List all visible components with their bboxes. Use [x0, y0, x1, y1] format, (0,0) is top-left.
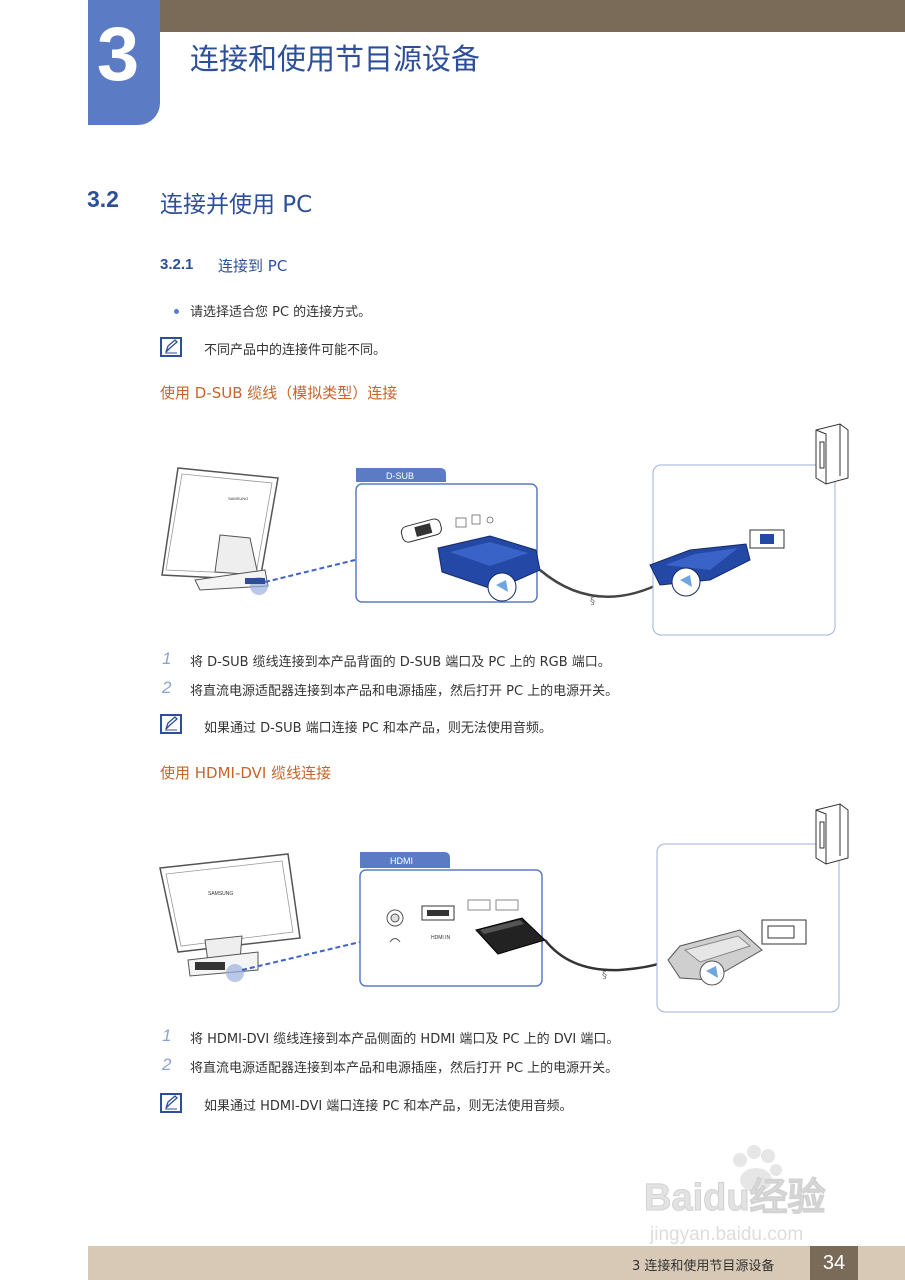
- section-number: 3.2: [87, 186, 119, 212]
- step-text: 将 D-SUB 缆线连接到本产品背面的 D-SUB 端口及 PC 上的 RGB …: [190, 655, 611, 670]
- subsection-title: 连接到 PC: [218, 257, 288, 275]
- svg-text:§: §: [602, 970, 607, 981]
- page-number: 34: [810, 1246, 858, 1280]
- step-number: 1: [162, 1026, 172, 1045]
- svg-text:§: §: [590, 596, 595, 607]
- monitor-brand: SAMSUNG: [208, 891, 233, 897]
- note-icon: [160, 1093, 182, 1113]
- watermark-url: jingyan.baidu.com: [649, 1224, 803, 1245]
- step-number: 1: [162, 649, 172, 668]
- dsub-panel-label: D-SUB: [386, 471, 414, 481]
- hdmi-panel-label: HDMI: [390, 856, 413, 866]
- note-text: 如果通过 D-SUB 端口连接 PC 和本产品，则无法使用音频。: [204, 721, 552, 736]
- top-bar: [158, 0, 905, 32]
- note-text: 不同产品中的连接件可能不同。: [204, 343, 387, 358]
- note-icon: [160, 337, 182, 357]
- dsub-diagram: SAMSUNG D-SUB §: [161, 423, 849, 636]
- section-title: 连接并使用 PC: [160, 192, 313, 218]
- watermark-logo: Baidu经验: [644, 1177, 826, 1219]
- note-text: 如果通过 HDMI-DVI 端口连接 PC 和本产品，则无法使用音频。: [204, 1099, 573, 1114]
- chapter-title: 连接和使用节目源设备: [190, 42, 481, 76]
- dsub-heading: 使用 D-SUB 缆线（模拟类型）连接: [160, 384, 398, 402]
- subsection-number: 3.2.1: [160, 256, 194, 273]
- monitor-illustration: SAMSUNG: [159, 853, 301, 982]
- bullet-dot: [174, 309, 179, 314]
- pc-tower-icon: [815, 423, 849, 485]
- step-text: 将直流电源适配器连接到本产品和电源插座，然后打开 PC 上的电源开关。: [190, 684, 619, 699]
- chapter-number: 3: [96, 12, 140, 97]
- step-text: 将直流电源适配器连接到本产品和电源插座，然后打开 PC 上的电源开关。: [190, 1061, 619, 1076]
- intro-text: 请选择适合您 PC 的连接方式。: [190, 305, 372, 320]
- hdmi-port-label: HDMI IN: [431, 935, 451, 941]
- step-number: 2: [162, 1055, 172, 1074]
- monitor-illustration: SAMSUNG: [161, 467, 279, 595]
- footer-chapter: 3 连接和使用节目源设备: [632, 1259, 775, 1274]
- monitor-brand: SAMSUNG: [228, 496, 248, 501]
- step-text: 将 HDMI-DVI 缆线连接到本产品侧面的 HDMI 端口及 PC 上的 DV…: [190, 1032, 620, 1047]
- footer-bar: [88, 1246, 905, 1280]
- note-icon: [160, 714, 182, 734]
- step-number: 2: [162, 678, 172, 697]
- hdmi-diagram: SAMSUNG HDMI HDMI IN §: [159, 803, 849, 1013]
- hdmi-heading: 使用 HDMI-DVI 缆线连接: [160, 764, 332, 782]
- pc-tower-icon: [815, 803, 849, 865]
- chapter-tab: [88, 0, 160, 125]
- baidu-watermark: Baidu经验 jingyan.baidu.com: [644, 1145, 826, 1245]
